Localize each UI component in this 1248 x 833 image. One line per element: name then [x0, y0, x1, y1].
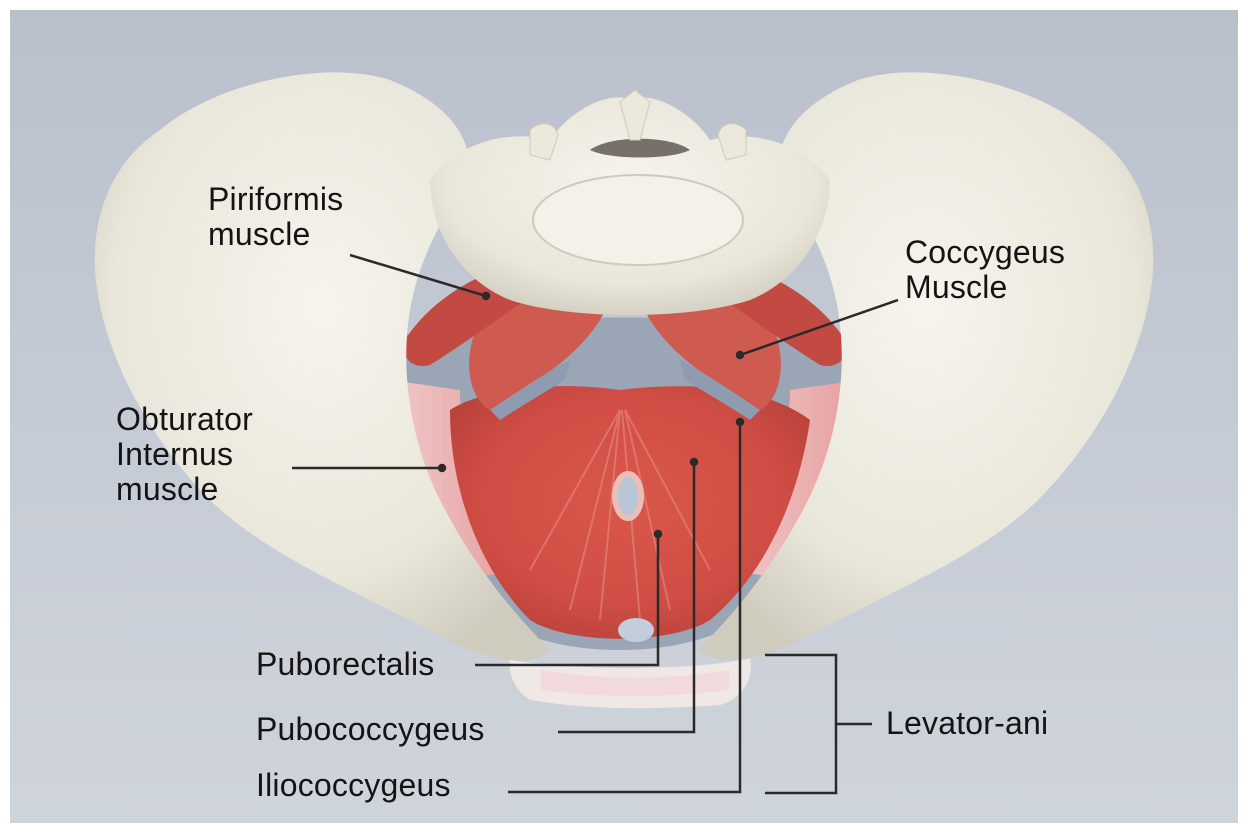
anal-opening: [618, 618, 654, 642]
label-obturator-line1: Obturator: [116, 402, 253, 437]
label-obturator: Obturator Internus muscle: [116, 402, 253, 507]
leader-dot-pubococcygeus: [691, 459, 697, 465]
leader-dot-piriformis: [483, 293, 489, 299]
leader-dot-iliococcygeus: [737, 419, 743, 425]
label-coccygeus: Coccygeus Muscle: [905, 235, 1065, 305]
leader-dot-obturator: [439, 465, 445, 471]
label-iliococcygeus: Iliococcygeus: [256, 768, 451, 803]
label-obturator-line2: Internus: [116, 437, 253, 472]
label-pubococcygeus: Pubococcygeus: [256, 712, 485, 747]
label-puborectalis: Puborectalis: [256, 647, 435, 682]
label-obturator-line3: muscle: [116, 472, 253, 507]
label-coccygeus-line2: Muscle: [905, 270, 1065, 305]
leader-dot-coccygeus: [737, 352, 743, 358]
label-levator-ani: Levator-ani: [886, 706, 1048, 741]
urethral-opening: [615, 474, 641, 518]
sacral-promontory: [533, 175, 743, 265]
levator-ani-bracket: [765, 655, 872, 793]
label-piriformis-line1: Piriformis: [208, 182, 343, 217]
leader-dot-puborectalis: [655, 531, 661, 537]
label-piriformis: Piriformis muscle: [208, 182, 343, 252]
label-piriformis-line2: muscle: [208, 217, 343, 252]
diagram-stage: Piriformis muscle Coccygeus Muscle Obtur…: [10, 10, 1238, 823]
label-coccygeus-line1: Coccygeus: [905, 235, 1065, 270]
